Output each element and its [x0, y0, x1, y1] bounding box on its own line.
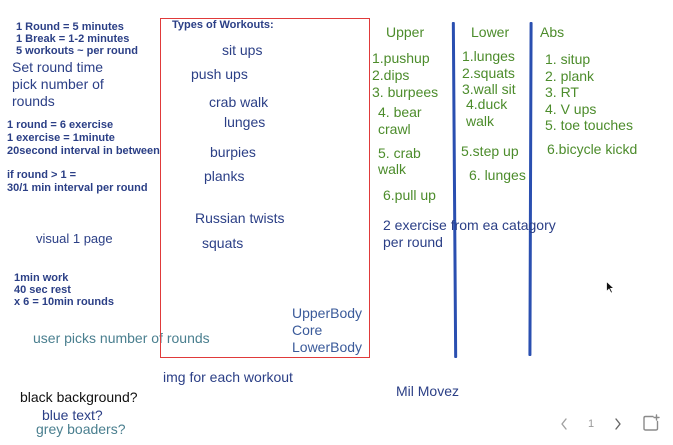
lower-item: 4.duck [466, 96, 508, 112]
note-user-picks: user picks number of rounds [33, 330, 210, 346]
note-interval-rule-1: if round > 1 = [7, 169, 77, 181]
upper-item: 3. burpees [372, 84, 439, 100]
column-header-lower: Lower [471, 24, 510, 40]
note-img-workout: img for each workout [163, 369, 293, 385]
divider-upper-lower [451, 21, 458, 359]
note-category-2: per round [383, 234, 443, 250]
note-exercise-rule-3: 20second interval in between [7, 145, 160, 157]
upper-item: 6.pull up [383, 187, 436, 203]
upper-item: walk [378, 161, 407, 177]
column-header-abs: Abs [540, 24, 565, 40]
category-lowerbody: LowerBody [292, 339, 363, 355]
lower-item: 3.wall sit [462, 81, 516, 97]
note-set-round-3: rounds [12, 93, 55, 109]
note-round-rule-2: 1 Break = 1-2 minutes [16, 33, 130, 45]
workout-item: burpies [210, 144, 256, 160]
note-timing-3: x 6 = 10min rounds [14, 296, 114, 308]
lower-item: 6. lunges [469, 167, 526, 183]
lower-item: 2.squats [462, 65, 515, 81]
note-round-rule-3: 5 workouts ~ per round [16, 45, 138, 57]
category-upperbody: UpperBody [292, 305, 363, 321]
chevron-left-icon [561, 418, 567, 430]
note-set-round-1: Set round time [12, 59, 104, 75]
upper-item: 5. crab [378, 145, 421, 161]
divider-lower-abs [528, 21, 533, 357]
add-page-button[interactable] [640, 412, 662, 434]
workouts-box-title: Types of Workouts: [172, 19, 274, 31]
note-set-round-2: pick number of [12, 76, 104, 92]
upper-item: 4. bear [378, 104, 422, 120]
note-interval-rule-2: 30/1 min interval per round [7, 182, 148, 194]
category-core: Core [292, 322, 323, 338]
prev-page-button[interactable] [556, 414, 572, 434]
abs-item: 4. V ups [545, 101, 597, 117]
abs-item: 6.bicycle kickd [547, 141, 638, 157]
upper-item: 2.dips [372, 67, 410, 83]
workout-item: crab walk [209, 94, 269, 110]
note-round-rule-1: 1 Round = 5 minutes [16, 21, 124, 33]
abs-item: 2. plank [545, 68, 595, 84]
workout-item: push ups [191, 66, 248, 82]
upper-item: 1.pushup [372, 50, 430, 66]
lower-item: walk [466, 113, 495, 129]
note-style-text: blue text? [42, 407, 103, 423]
add-page-icon [643, 414, 660, 431]
chevron-right-icon [615, 418, 621, 430]
next-page-button[interactable] [610, 414, 626, 434]
note-exercise-rule-2: 1 exercise = 1minute [7, 132, 115, 144]
workout-item: squats [202, 235, 244, 251]
abs-item: 3. RT [545, 84, 579, 100]
upper-item: crawl [378, 121, 411, 137]
mouse-cursor-icon [606, 281, 615, 294]
note-category-1: 2 exercise from ea catagory [383, 217, 556, 233]
workout-item: sit ups [222, 42, 263, 58]
page-number: 1 [587, 418, 595, 430]
abs-item: 5. toe touches [545, 117, 633, 133]
note-exercise-rule-1: 1 round = 6 exercise [7, 119, 114, 131]
note-visual: visual 1 page [36, 231, 113, 246]
abs-item: 1. situp [545, 51, 591, 67]
workout-item: planks [204, 168, 245, 184]
workout-item: lunges [224, 114, 266, 130]
lower-item: 5.step up [461, 143, 519, 159]
workouts-box [160, 18, 370, 358]
lower-item: 1.lunges [462, 48, 515, 64]
note-timing-2: 40 sec rest [14, 284, 71, 296]
app-name: Mil Movez [396, 383, 460, 399]
note-timing-1: 1min work [14, 272, 69, 284]
note-style-background: black background? [20, 389, 138, 405]
column-header-upper: Upper [386, 24, 425, 40]
workout-item: Russian twists [195, 210, 285, 226]
note-style-borders: grey boaders? [36, 421, 126, 437]
